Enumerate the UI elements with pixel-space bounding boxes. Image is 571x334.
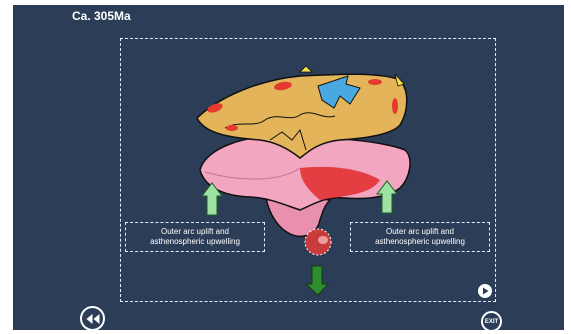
annotation-left-line1: Outer arc uplift and — [126, 227, 264, 237]
play-icon — [478, 284, 492, 298]
annotation-right-line1: Outer arc uplift and — [351, 227, 489, 237]
annotation-left-line2: asthenospheric upwelling — [126, 237, 264, 247]
play-button[interactable] — [478, 284, 492, 298]
rewind-icon — [85, 313, 101, 325]
annotation-left: Outer arc uplift and asthenospheric upwe… — [125, 222, 265, 252]
annotation-right: Outer arc uplift and asthenospheric upwe… — [350, 222, 490, 252]
exit-button[interactable]: EXIT — [481, 311, 502, 332]
exit-label: EXIT — [485, 319, 498, 325]
green-arrow-down — [306, 266, 328, 295]
annotation-right-line2: asthenospheric upwelling — [351, 237, 489, 247]
rewind-button[interactable] — [80, 306, 105, 331]
